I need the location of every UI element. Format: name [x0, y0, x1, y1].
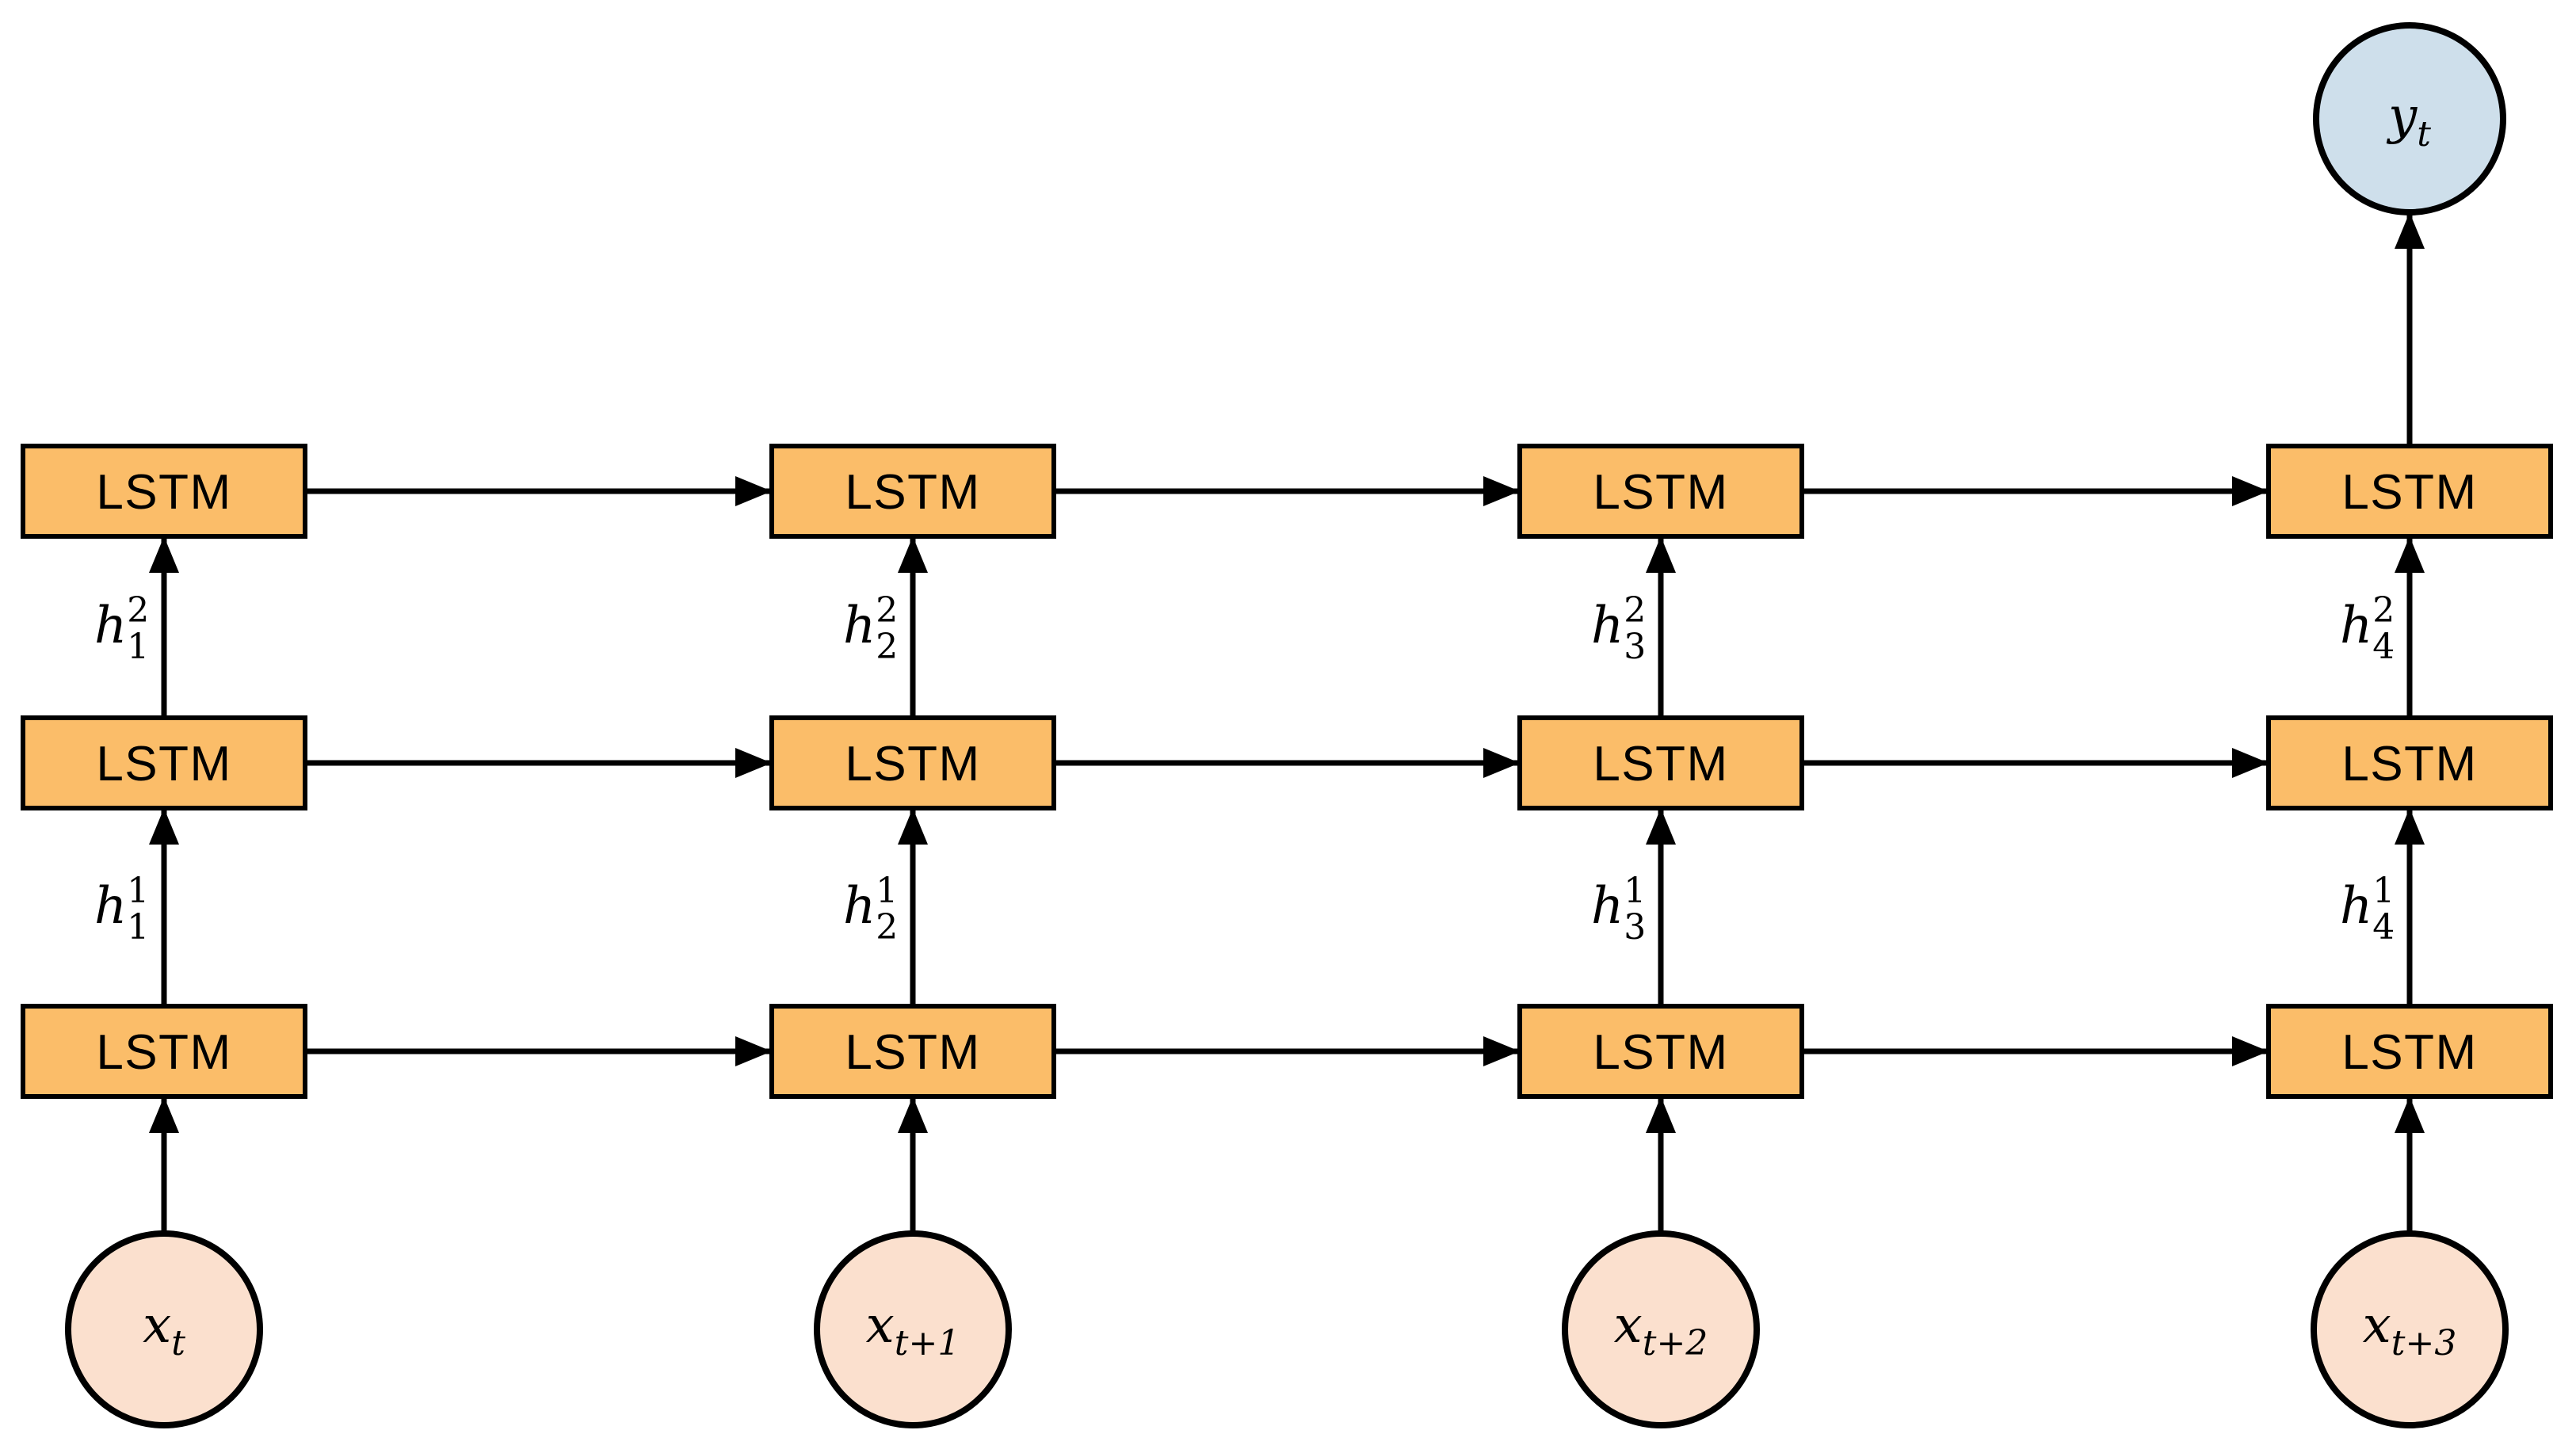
x-base: x — [143, 1296, 171, 1355]
lstm-cell-t3-layer3 — [1517, 444, 1804, 539]
lstm-cell-label: LSTM — [1593, 737, 1728, 791]
lstm-cell-label: LSTM — [845, 1025, 980, 1080]
x-base: x — [866, 1296, 895, 1355]
lstm-cell-t4-layer1 — [2266, 1004, 2553, 1099]
lstm-cell-label: LSTM — [2341, 465, 2477, 520]
y-sub: t — [2417, 114, 2431, 154]
input-node-t1 — [65, 1230, 263, 1428]
y-base: y — [2386, 87, 2418, 146]
x-base: x — [1614, 1296, 1643, 1355]
h-sub: 1 — [127, 627, 149, 667]
x-sub: t — [171, 1323, 185, 1363]
h-sup: 2 — [1624, 590, 1646, 631]
lstm-cell-t2-layer1 — [769, 1004, 1056, 1099]
lstm-cell-label: LSTM — [96, 1025, 231, 1080]
h-sup: 2 — [876, 590, 898, 631]
input-node-t4 — [2311, 1230, 2509, 1428]
lstm-cell-label: LSTM — [1593, 465, 1728, 520]
h-sub: 4 — [2372, 627, 2395, 667]
x-base: x — [2363, 1296, 2391, 1355]
h-sub: 2 — [876, 907, 898, 948]
h-sup: 1 — [1624, 871, 1646, 911]
lstm-cell-label: LSTM — [1593, 1025, 1728, 1080]
h-sub: 3 — [1624, 907, 1646, 948]
h-sup: 2 — [127, 590, 149, 631]
lstm-cell-t2-layer3 — [769, 444, 1056, 539]
h-base: h — [1591, 877, 1624, 936]
input-label-t4: xt+3 — [2363, 1296, 2457, 1363]
input-label-t1: xt — [143, 1296, 185, 1363]
input-node-t2 — [814, 1230, 1012, 1428]
lstm-cell-label: LSTM — [2341, 1025, 2477, 1080]
h-sup: 2 — [2372, 590, 2395, 631]
h-sub: 3 — [1624, 627, 1646, 667]
h-base: h — [2340, 877, 2372, 936]
lstm-cell-t1-layer2 — [21, 715, 307, 810]
lstm-cell-t3-layer2 — [1517, 715, 1804, 810]
output-label: yt — [2386, 87, 2431, 154]
h-base: h — [843, 877, 876, 936]
lstm-cell-t1-layer3 — [21, 444, 307, 539]
h-base: h — [2340, 597, 2372, 655]
h-base: h — [94, 877, 127, 936]
x-sub: t+3 — [2391, 1323, 2457, 1363]
input-node-t3 — [1562, 1230, 1760, 1428]
lstm-cell-label: LSTM — [845, 465, 980, 520]
lstm-cell-t2-layer2 — [769, 715, 1056, 810]
h-sub: 1 — [127, 907, 149, 948]
output-node — [2313, 22, 2506, 215]
input-label-t2: xt+1 — [866, 1296, 960, 1363]
lstm-cell-t3-layer1 — [1517, 1004, 1804, 1099]
x-sub: t+1 — [895, 1323, 960, 1363]
h-base: h — [94, 597, 127, 655]
h-sub: 2 — [876, 627, 898, 667]
h-sub: 4 — [2372, 907, 2395, 948]
lstm-cell-label: LSTM — [96, 465, 231, 520]
h-base: h — [1591, 597, 1624, 655]
input-label-t3: xt+2 — [1614, 1296, 1708, 1363]
x-sub: t+2 — [1643, 1323, 1708, 1363]
lstm-cell-t4-layer2 — [2266, 715, 2553, 810]
lstm-cell-label: LSTM — [2341, 737, 2477, 791]
lstm-cell-t4-layer3 — [2266, 444, 2553, 539]
lstm-cell-t1-layer1 — [21, 1004, 307, 1099]
h-base: h — [843, 597, 876, 655]
lstm-cell-label: LSTM — [845, 737, 980, 791]
h-sup: 1 — [876, 871, 898, 911]
h-sup: 1 — [127, 871, 149, 911]
h-sup: 1 — [2372, 871, 2395, 911]
lstm-cell-label: LSTM — [96, 737, 231, 791]
